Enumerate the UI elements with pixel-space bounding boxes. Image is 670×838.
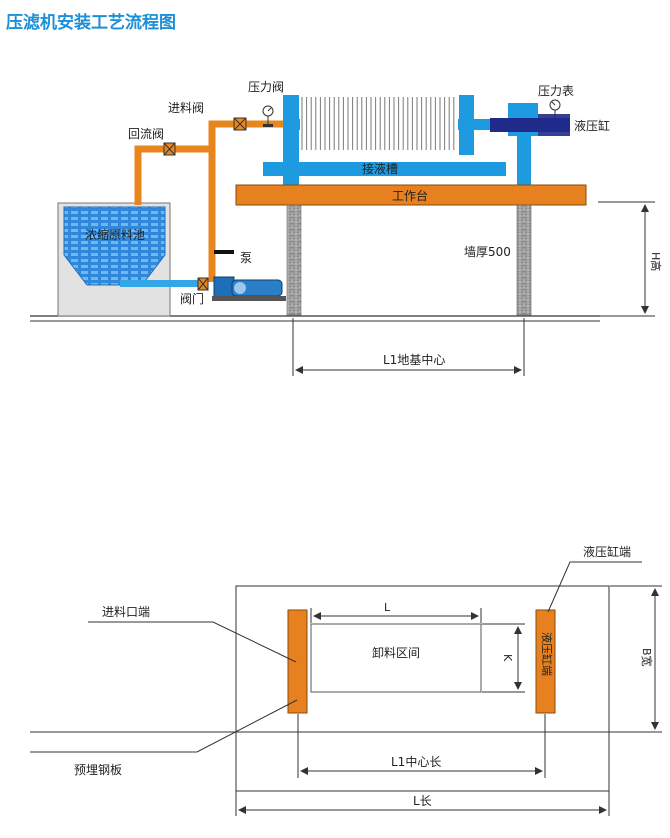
pump	[197, 276, 286, 301]
pump-label: 泵	[240, 251, 252, 265]
hydraulic-cylinder-label: 液压缸	[574, 118, 610, 133]
cylinder-end-vertical-label: 液压缸端	[540, 632, 554, 676]
feed-valve-label: 进料阀	[168, 101, 204, 115]
workbench-label: 工作台	[392, 188, 428, 203]
length-l-dimension	[310, 608, 482, 623]
pressure-gauge-label: 压力表	[538, 84, 574, 98]
filter-press: 接液槽	[263, 95, 538, 188]
wall-thickness-label: 墙厚500	[464, 245, 511, 259]
return-valve-label: 回流阀	[128, 127, 164, 141]
page-title: 压滤机安装工艺流程图	[6, 13, 176, 33]
wall-right	[516, 204, 532, 316]
workbench	[235, 184, 587, 206]
l-total-label: L长	[413, 794, 432, 808]
feed-end-plate	[287, 609, 308, 714]
pressure-valve-label: 压力阀	[248, 80, 284, 94]
hydraulic-end-label: 液压缸端	[583, 544, 631, 559]
collecting-trough	[263, 162, 506, 176]
l-total-dimension	[235, 791, 610, 816]
foundation-dimension	[292, 318, 525, 376]
embedded-plate-leader	[30, 699, 298, 753]
collecting-trough-label: 接液槽	[362, 161, 398, 176]
width-b-label: B宽	[640, 648, 654, 667]
unload-zone-label: 卸料区间	[372, 645, 420, 660]
embedded-plate-label: 预埋钢板	[74, 763, 122, 777]
unload-zone	[310, 623, 482, 693]
pipes	[134, 120, 286, 282]
wall-left	[286, 204, 302, 316]
inlet-gauge-icon	[262, 105, 274, 127]
hydraulic-cylinder	[490, 114, 570, 136]
tank: 浓缩原料池	[57, 202, 171, 317]
return-valve	[163, 142, 176, 156]
foundation-label: L1地基中心	[383, 352, 445, 367]
l1-center-label: L1中心长	[391, 754, 441, 769]
k-dimension	[482, 623, 525, 693]
hydraulic-end-leader	[547, 561, 642, 613]
height-dimension	[598, 201, 655, 317]
l1-center-dimension	[297, 714, 546, 778]
feed-end-leader	[88, 621, 297, 663]
pump-marker	[214, 250, 234, 254]
length-l-label: L	[384, 601, 391, 614]
feed-end-label: 进料口端	[102, 605, 150, 619]
foundation-outline	[235, 585, 610, 792]
pressure-gauge-icon	[549, 99, 561, 118]
tank-label: 浓缩原料池	[85, 227, 145, 242]
tank-outlet-pipe	[120, 280, 204, 287]
k-label: K	[501, 654, 514, 662]
gate-valve-label: 阀门	[180, 291, 204, 306]
cylinder-end-plate	[535, 609, 556, 714]
width-b-dimension	[610, 585, 662, 733]
feed-valve	[233, 117, 247, 131]
height-label: H高	[649, 252, 663, 271]
filter-plates	[300, 96, 458, 152]
